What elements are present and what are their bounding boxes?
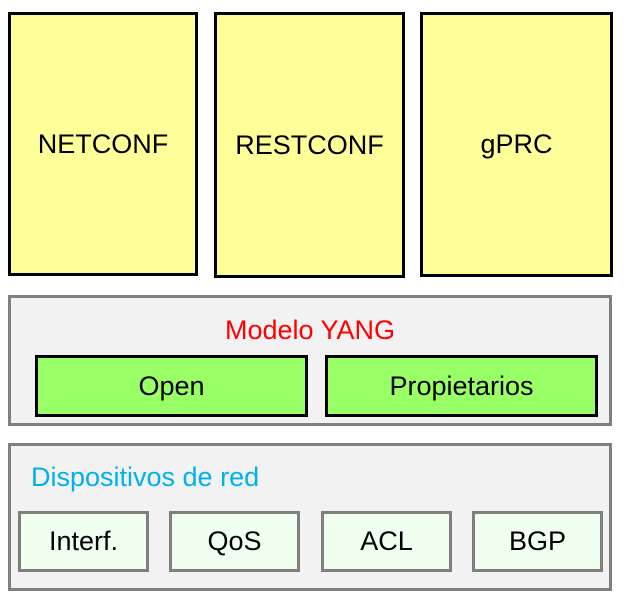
network-devices-panel: Dispositivos de red Interf. QoS ACL BGP	[8, 443, 612, 591]
device-box-interf: Interf.	[18, 511, 149, 572]
yang-model-title: Modelo YANG	[224, 315, 396, 345]
yang-model-item-label: Open	[138, 370, 205, 401]
yang-model-propietarios-box: Propietarios	[325, 355, 598, 417]
protocol-box-restconf: RESTCONF	[214, 12, 405, 278]
yang-model-item-label: Propietarios	[389, 370, 534, 401]
protocol-box-netconf: NETCONF	[8, 12, 198, 276]
yang-model-panel: Modelo YANG Open Propietarios	[8, 295, 612, 426]
device-box-bgp: BGP	[472, 511, 603, 572]
device-item-label: ACL	[360, 526, 413, 556]
yang-model-open-box: Open	[35, 355, 308, 417]
device-item-label: QoS	[207, 526, 262, 556]
protocol-label: NETCONF	[37, 128, 169, 159]
device-item-label: Interf.	[48, 526, 119, 556]
device-item-label: BGP	[508, 526, 567, 556]
protocol-label: RESTCONF	[235, 129, 384, 160]
protocol-box-gprc: gPRC	[420, 12, 613, 277]
device-box-acl: ACL	[321, 511, 452, 572]
network-devices-title: Dispositivos de red	[31, 462, 260, 492]
device-box-qos: QoS	[169, 511, 300, 572]
protocol-label: gPRC	[480, 129, 553, 159]
